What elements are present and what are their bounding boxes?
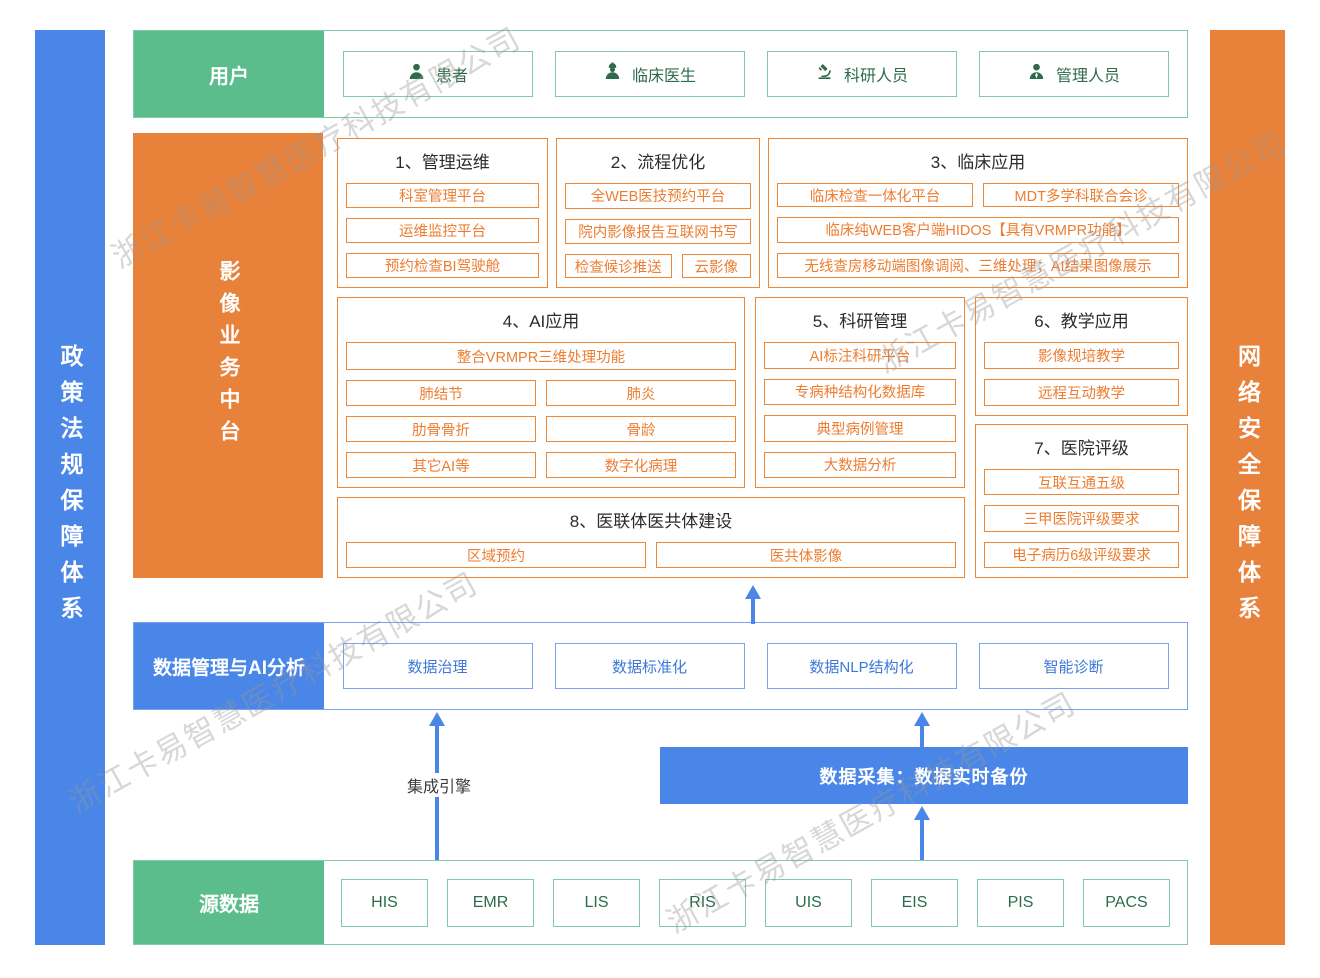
platform-item: 运维监控平台: [346, 218, 539, 243]
platform-item: 数字化病理: [546, 452, 736, 478]
doctor-icon: [603, 62, 622, 86]
data-mgmt-item: 数据NLP结构化: [766, 643, 957, 689]
group-research-management: 5、科研管理 AI标注科研平台 专病种结构化数据库 典型病例管理 大数据分析: [755, 297, 965, 488]
platform-item: AI标注科研平台: [764, 342, 956, 369]
users-row: 用户 患者 临床医生 科研人员 管理人员: [133, 30, 1188, 118]
arrow-shaft: [751, 597, 755, 624]
platform-item: 远程互动教学: [984, 379, 1179, 406]
integration-engine-label: 集成引擎: [404, 773, 475, 797]
users-row-content: 患者 临床医生 科研人员 管理人员: [324, 31, 1187, 117]
group-management-ops: 1、管理运维 科室管理平台 运维监控平台 预约检查BI驾驶舱: [337, 138, 548, 288]
arrow-up-icon: [914, 806, 930, 820]
platform-item: 肺炎: [546, 380, 736, 406]
source-system-box: PIS: [977, 878, 1064, 927]
data-mgmt-item: 智能诊断: [978, 643, 1169, 689]
data-collection-banner: 数据采集：数据实时备份: [660, 747, 1188, 804]
user-box-researcher: 科研人员: [766, 51, 957, 97]
platform-item: 三甲医院评级要求: [984, 505, 1179, 532]
group-ai-application: 4、AI应用 整合VRMPR三维处理功能 肺结节 肺炎 肋骨骨折 骨龄 其它AI…: [337, 297, 745, 488]
platform-item-row: 检查候诊推送 云影像: [565, 254, 751, 278]
platform-item-row: 临床检查一体化平台 MDT多学科联合会诊: [777, 183, 1179, 207]
platform-item: 互联互通五级: [984, 469, 1179, 496]
user-box-label: 患者: [435, 68, 468, 85]
platform-item: 肋骨骨折: [346, 416, 536, 442]
arrow-up-icon: [429, 712, 445, 726]
data-mgmt-item: 数据标准化: [554, 643, 745, 689]
network-security-label: 网络安全保障体系: [1234, 343, 1261, 632]
group-title: 4、AI应用: [502, 312, 580, 331]
platform-item: MDT多学科联合会诊: [983, 183, 1179, 207]
platform-item: 电子病历6级评级要求: [984, 541, 1179, 568]
data-management-row: 数据管理与AI分析 数据治理 数据标准化 数据NLP结构化 智能诊断: [133, 622, 1188, 710]
data-management-row-content: 数据治理 数据标准化 数据NLP结构化 智能诊断: [324, 623, 1187, 709]
source-data-row-content: HIS EMR LIS RIS UIS EIS PIS PACS: [324, 861, 1187, 944]
source-system-box: PACS: [1083, 878, 1170, 927]
group-title: 1、管理运维: [395, 153, 490, 172]
data-management-row-label: 数据管理与AI分析: [134, 623, 324, 709]
platform-item: 预约检查BI驾驶舱: [346, 253, 539, 278]
data-mgmt-item: 数据治理: [342, 643, 533, 689]
platform-item: 院内影像报告互联网书写: [565, 218, 751, 244]
group-medical-alliance: 8、医联体医共体建设 区域预约 医共体影像: [337, 497, 965, 578]
platform-item-row: 肋骨骨折 骨龄: [346, 416, 736, 442]
platform-item: 大数据分析: [764, 451, 956, 478]
platform-item: 其它AI等: [346, 452, 536, 478]
platform-item: 典型病例管理: [764, 415, 956, 442]
arrow-shaft: [920, 725, 924, 747]
source-system-box: EMR: [447, 878, 534, 927]
user-box-patient: 患者: [342, 51, 533, 97]
platform-item-row: 其它AI等 数字化病理: [346, 452, 736, 478]
platform-item: 检查候诊推送: [565, 254, 672, 278]
source-system-box: UIS: [765, 878, 852, 927]
platform-item: 医共体影像: [656, 542, 956, 568]
group-title: 5、科研管理: [812, 312, 908, 331]
user-box-label: 科研人员: [843, 68, 908, 85]
arrow-shaft: [920, 819, 924, 860]
platform-item: 全WEB医技预约平台: [565, 183, 751, 209]
imaging-platform-label-block: 影像业务中台: [133, 133, 323, 578]
microscope-icon: [815, 62, 834, 86]
group-teaching-application: 6、教学应用 影像规培教学 远程互动教学: [975, 297, 1188, 416]
user-box-manager: 管理人员: [978, 51, 1169, 97]
arrow-up-icon: [914, 712, 930, 726]
users-row-label: 用户: [134, 31, 324, 117]
imaging-platform-label: 影像业务中台: [217, 259, 240, 452]
platform-item: 影像规培教学: [984, 342, 1179, 369]
patient-icon: [407, 62, 426, 86]
user-box-clinician: 临床医生: [554, 51, 745, 97]
user-box-label: 临床医生: [631, 68, 696, 85]
group-title: 7、医院评级: [1034, 439, 1129, 458]
group-title: 2、流程优化: [610, 153, 706, 172]
source-system-box: LIS: [553, 878, 640, 927]
platform-item: 肺结节: [346, 380, 536, 406]
network-security-bar: 网络安全保障体系: [1210, 30, 1285, 945]
platform-item: 整合VRMPR三维处理功能: [346, 342, 736, 370]
platform-item-row: 区域预约 医共体影像: [346, 542, 956, 568]
policy-regulation-bar: 政策法规保障体系: [35, 30, 105, 945]
platform-item: 骨龄: [546, 416, 736, 442]
source-data-row-label: 源数据: [134, 861, 324, 944]
group-title: 8、医联体医共体建设: [569, 512, 733, 531]
platform-item: 临床检查一体化平台: [777, 183, 973, 207]
source-data-row: 源数据 HIS EMR LIS RIS UIS EIS PIS PACS: [133, 860, 1188, 945]
platform-item: 科室管理平台: [346, 183, 539, 208]
platform-item: 云影像: [681, 254, 751, 278]
group-clinical-application: 3、临床应用 临床检查一体化平台 MDT多学科联合会诊 临床纯WEB客户端HID…: [768, 138, 1188, 288]
source-system-box: EIS: [871, 878, 958, 927]
source-system-box: RIS: [659, 878, 746, 927]
platform-item-row: 肺结节 肺炎: [346, 380, 736, 406]
manager-icon: [1027, 62, 1046, 86]
arrow-up-icon: [745, 585, 761, 599]
platform-item: 无线查房移动端图像调阅、三维处理；AI结果图像展示: [777, 252, 1179, 278]
group-process-optimization: 2、流程优化 全WEB医技预约平台 院内影像报告互联网书写 检查候诊推送 云影像: [556, 138, 760, 288]
source-system-box: HIS: [341, 878, 428, 927]
platform-item: 区域预约: [346, 542, 646, 568]
user-box-label: 管理人员: [1055, 68, 1120, 85]
group-title: 6、教学应用: [1034, 312, 1129, 331]
platform-item: 专病种结构化数据库: [764, 378, 956, 405]
group-title: 3、临床应用: [930, 153, 1026, 172]
platform-item: 临床纯WEB客户端HIDOS【具有VRMPR功能】: [777, 217, 1179, 243]
group-hospital-rating: 7、医院评级 互联互通五级 三甲医院评级要求 电子病历6级评级要求: [975, 424, 1188, 578]
policy-regulation-label: 政策法规保障体系: [57, 343, 83, 632]
